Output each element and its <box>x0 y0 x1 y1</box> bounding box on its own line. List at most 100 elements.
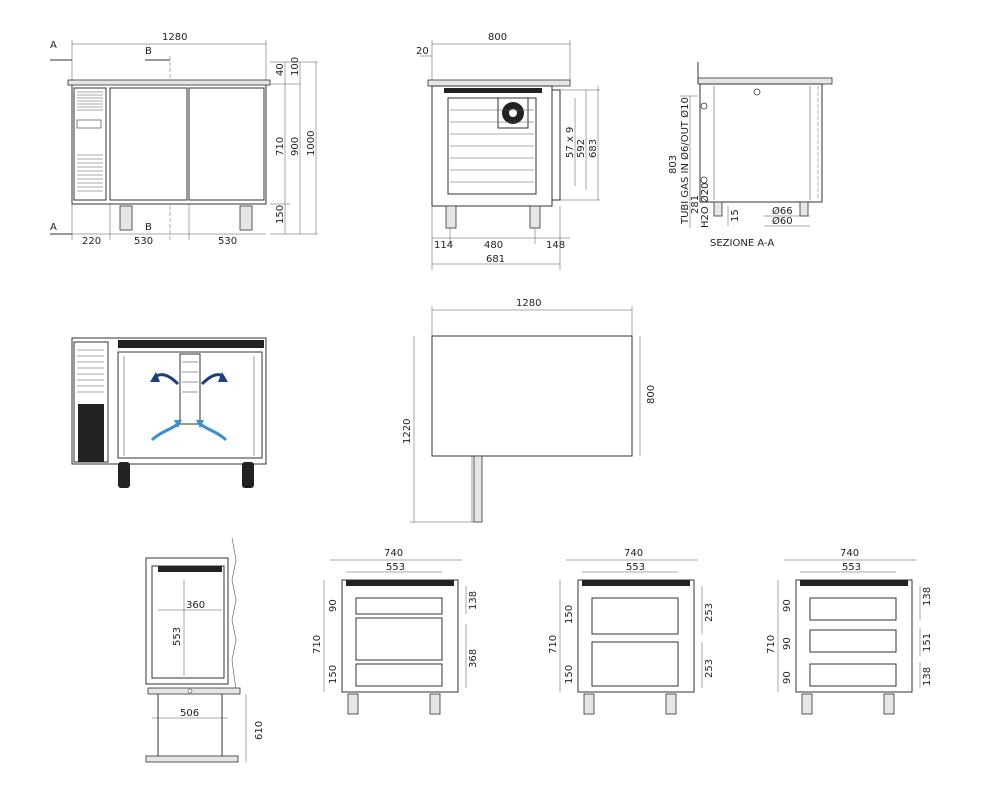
front-door-left <box>109 87 188 201</box>
front-dim-530-b: 530 <box>218 236 237 247</box>
config3-dim-138-a: 138 <box>922 587 933 606</box>
section-dim-h2o: H2O Ø20 <box>699 182 711 228</box>
config-view-2: 740 553 710 150 150 253 253 <box>548 548 715 715</box>
drawer-rail <box>147 687 241 695</box>
plan-width-label: 1280 <box>516 298 541 309</box>
config1-leg-2 <box>429 693 441 715</box>
drawer-dim-506: 506 <box>180 708 199 719</box>
front-vent-top <box>77 91 103 111</box>
gas-pipe-in-icon <box>700 102 708 110</box>
config3-leg-1 <box>801 693 813 715</box>
front-view: 1280 A B A B <box>50 32 318 247</box>
config2-drawer-bottom <box>591 641 679 687</box>
airflow-view <box>71 337 267 488</box>
front-door-right <box>188 87 265 201</box>
drawer-dim-610: 610 <box>254 721 265 740</box>
section-b-bottom-label: B <box>145 222 152 233</box>
config2-dim-740: 740 <box>624 548 643 559</box>
drawer-dim-360: 360 <box>186 600 205 611</box>
section-worktop <box>697 77 833 85</box>
config1-drawer-top <box>355 597 443 615</box>
front-width-label: 1280 <box>162 32 187 43</box>
config1-dim-368: 368 <box>468 649 479 668</box>
config3-dim-90-a: 90 <box>782 599 793 612</box>
control-panel <box>76 119 102 129</box>
plan-top <box>431 335 633 457</box>
side-worktop <box>427 79 571 87</box>
side-door-edge <box>551 89 561 201</box>
side-view: 800 20 57 x 9 592 683 <box>416 32 600 270</box>
config3-dim-553: 553 <box>842 562 861 573</box>
config1-dim-138: 138 <box>468 591 479 610</box>
evaporator-unit <box>179 353 201 425</box>
config-view-1: 740 553 710 90 150 138 368 <box>312 548 479 715</box>
config3-dim-740: 740 <box>840 548 859 559</box>
side-top-offset: 20 <box>416 46 429 57</box>
drain-icon <box>700 176 708 184</box>
config1-dim-150: 150 <box>328 665 339 684</box>
config1-door <box>355 617 443 661</box>
config1-dim-90: 90 <box>328 599 339 612</box>
config2-dim-710: 710 <box>548 635 559 654</box>
side-leg-1 <box>445 205 457 229</box>
side-dim-57x9: 57 x 9 <box>565 127 576 158</box>
side-width-label: 800 <box>488 32 507 43</box>
drawer-base <box>145 755 239 763</box>
section-dim-15: 15 <box>730 209 741 222</box>
config2-dim-253-bottom: 253 <box>704 659 715 678</box>
drawer-detail: 360 553 506 610 <box>145 537 265 763</box>
section-body <box>699 83 823 203</box>
front-dim-150: 150 <box>275 205 286 224</box>
front-body <box>71 83 267 205</box>
plan-door-swing <box>473 455 483 523</box>
front-vent-bottom <box>77 154 103 192</box>
config3-dim-90-b: 90 <box>782 637 793 650</box>
side-dim-681: 681 <box>486 254 505 265</box>
front-dim-100: 100 <box>290 57 301 76</box>
config1-dim-740: 740 <box>384 548 403 559</box>
section-a-top-label: A <box>50 40 57 51</box>
airflow-wheel-2 <box>242 462 254 488</box>
config3-drawer-2 <box>809 629 897 653</box>
airflow-body <box>71 337 267 465</box>
cool-air-left-arrow <box>150 422 179 442</box>
front-dim-710: 710 <box>275 137 286 156</box>
config3-body <box>795 579 913 693</box>
front-dim-220: 220 <box>82 236 101 247</box>
section-vertical-label: TUBI GAS IN Ø6/OUT Ø10 <box>679 97 691 225</box>
config2-leg-1 <box>583 693 595 715</box>
config2-dim-150-bottom: 150 <box>564 665 575 684</box>
side-shelves <box>450 109 534 183</box>
drawer-dim-553: 553 <box>172 627 183 646</box>
plan-total-depth-label: 1220 <box>402 419 413 444</box>
config3-dim-138-b: 138 <box>922 667 933 686</box>
front-dim-1000: 1000 <box>306 131 317 156</box>
airflow-wheel-1 <box>118 462 130 488</box>
config1-dim-553: 553 <box>386 562 405 573</box>
section-dim-60: Ø60 <box>772 215 793 227</box>
config3-drawer-3 <box>809 663 897 687</box>
section-view: TUBI GAS IN Ø6/OUT Ø10 803 281 H2O Ø20 1… <box>668 62 833 249</box>
config3-dim-710: 710 <box>766 635 777 654</box>
config3-leg-2 <box>883 693 895 715</box>
compressor-block <box>78 404 104 462</box>
section-leg-2 <box>799 201 809 217</box>
config2-leg-2 <box>665 693 677 715</box>
front-dim-40: 40 <box>275 63 286 76</box>
front-worktop <box>67 79 271 86</box>
section-a-bottom-label: A <box>50 222 57 233</box>
section-caption: SEZIONE A-A <box>710 238 774 249</box>
config3-drawer-1 <box>809 597 897 621</box>
airflow-vent <box>77 349 104 393</box>
side-dim-683: 683 <box>588 139 599 158</box>
front-leg-2 <box>239 205 253 231</box>
config-view-3: 740 553 710 90 90 90 138 151 138 <box>766 548 933 715</box>
front-leg-1 <box>119 205 133 231</box>
break-line <box>231 537 237 691</box>
config3-dim-151: 151 <box>922 633 933 652</box>
plan-depth-label: 800 <box>646 385 657 404</box>
section-dim-803: 803 <box>668 155 679 174</box>
side-dim-480: 480 <box>484 240 503 251</box>
